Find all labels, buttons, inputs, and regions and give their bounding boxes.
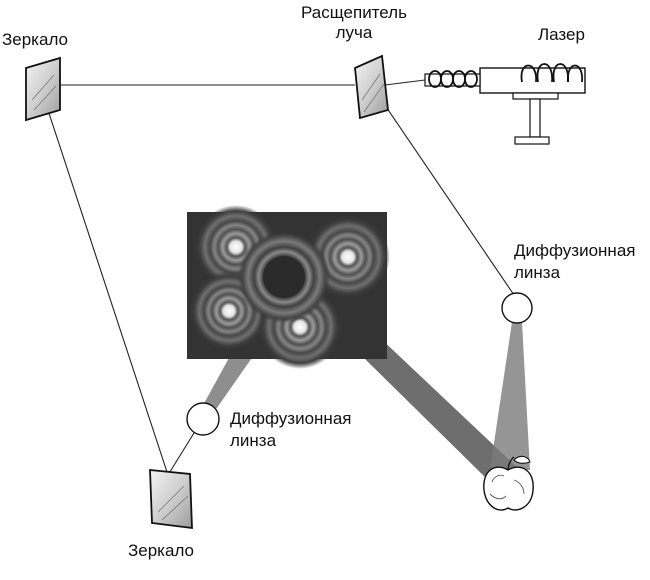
label-mirror-bottom: Зеркало <box>128 541 194 560</box>
right-lens-beam-cone <box>490 322 530 470</box>
laser-top-coil <box>520 63 583 83</box>
center-dark-spot <box>263 256 305 298</box>
apple-object-icon <box>483 455 534 511</box>
mirror-top <box>25 56 61 122</box>
label-beam-splitter-line2: луча <box>336 23 373 42</box>
laser-front-coil <box>428 70 478 88</box>
holographic-plate <box>187 205 390 369</box>
label-mirror-top: Зеркало <box>2 30 68 49</box>
mirror-bottom <box>149 469 193 530</box>
beam-splitter <box>354 54 389 120</box>
label-lens-right-line2: линза <box>514 263 561 282</box>
beam-paths <box>41 79 515 476</box>
laser-stand-post <box>529 98 541 138</box>
label-lens-right-line1: Диффузионная <box>514 241 635 260</box>
laser-device <box>424 63 586 145</box>
diffusion-lens-left <box>186 402 220 436</box>
laser-mount-top <box>512 92 559 100</box>
splitter-to-right-lens <box>377 94 515 296</box>
diffusion-lens-right <box>501 292 533 324</box>
label-beam-splitter-line1: Расщепитель <box>301 3 407 22</box>
label-lens-left-line1: Диффузионная <box>230 409 351 428</box>
label-laser: Лазер <box>538 25 585 44</box>
laser-stand-base <box>514 136 550 145</box>
label-lens-left-line2: линза <box>230 431 277 450</box>
laser-to-splitter-beam <box>384 79 426 86</box>
top-mirror-to-bottom-mirror <box>41 91 169 476</box>
